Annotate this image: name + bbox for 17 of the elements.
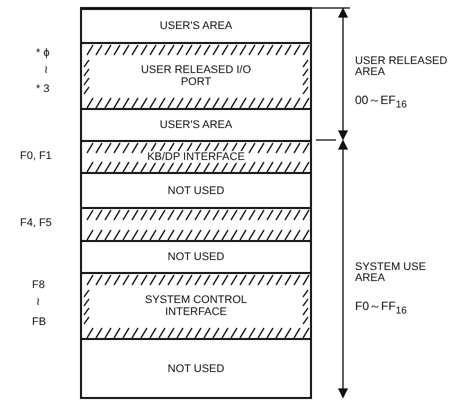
address-label: F4, F5 xyxy=(20,217,52,230)
range-mark: ≀ xyxy=(44,64,48,77)
area-label: SYSTEM USE AREA xyxy=(355,262,427,284)
area-label: USER RELEASED AREA xyxy=(355,56,448,78)
hatched-memory-band xyxy=(81,140,311,172)
band-label: KB/DP INTERFACE xyxy=(144,151,248,163)
address-label: * 3 xyxy=(36,83,50,96)
address-range-label: 00～EF$_{16}$ xyxy=(355,94,407,112)
range-mark: ≀ xyxy=(36,296,40,309)
address-range-label: F0～FF$_{16}$ xyxy=(355,300,407,318)
hatched-memory-band xyxy=(81,207,311,240)
address-label: F8 xyxy=(32,279,45,292)
hatched-memory-band xyxy=(81,272,311,338)
address-label: * ϕ xyxy=(36,47,50,60)
address-label: FB xyxy=(32,316,46,329)
address-label: F0, F1 xyxy=(20,150,52,163)
hatched-memory-band xyxy=(81,42,311,108)
